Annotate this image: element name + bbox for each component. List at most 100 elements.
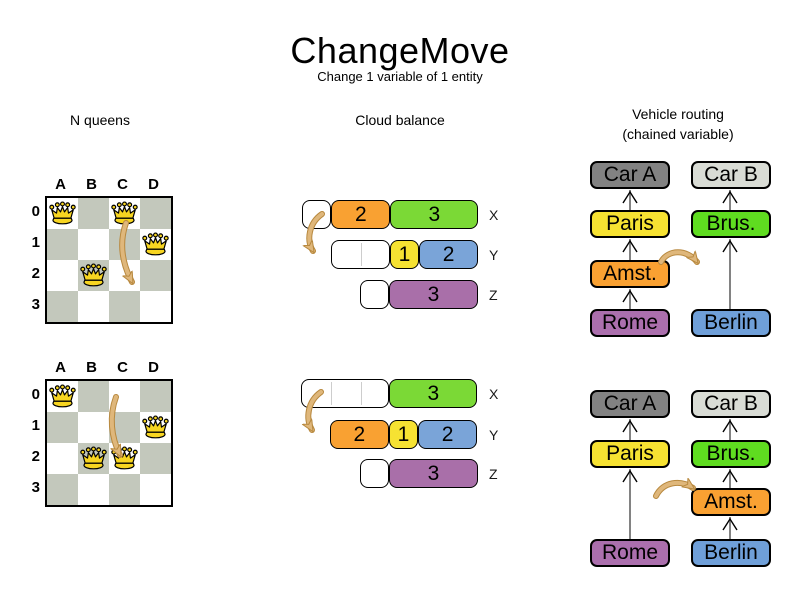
vrp-node-label: Paris	[606, 212, 654, 235]
process-size-label: 2	[353, 422, 366, 446]
board-cell	[109, 381, 140, 412]
queen-icon	[111, 201, 138, 226]
board-cell	[109, 229, 140, 260]
vrp-node-berlin: Berlin	[691, 309, 771, 337]
vrp-node-cara: Car A	[590, 161, 670, 189]
board-column-label: D	[148, 359, 159, 376]
vrp-node-label: Berlin	[704, 311, 758, 334]
vrp-node-paris: Paris	[590, 440, 670, 468]
board-cell	[140, 260, 171, 291]
queen-icon	[49, 201, 76, 226]
process-size-label: 1	[397, 422, 410, 446]
queen-icon	[142, 415, 169, 440]
chain-arrowhead-chevron	[622, 190, 638, 204]
board-cell	[47, 474, 78, 505]
vrp-node-label: Brus.	[706, 212, 756, 235]
vrp-node-label: Amst.	[603, 262, 657, 285]
chain-arrowhead-chevron	[622, 289, 638, 303]
queen-crown-graphic	[111, 446, 138, 470]
queen-crown-graphic	[142, 232, 169, 256]
process-segment: 2	[418, 420, 477, 449]
computer-label: Z	[489, 287, 498, 303]
computer-label: X	[489, 386, 499, 402]
vrp-node-label: Rome	[601, 541, 659, 564]
board-cell	[78, 229, 109, 260]
process-segment: 1	[388, 420, 419, 449]
unit-divider	[360, 382, 362, 405]
queen-icon	[80, 263, 107, 288]
board-cell	[140, 381, 171, 412]
board-row-label: 0	[31, 386, 40, 403]
board-column-label: D	[148, 176, 159, 193]
process-segment: 2	[419, 240, 478, 269]
board-cell	[140, 443, 171, 474]
queen-crown-graphic	[80, 263, 107, 287]
vrp-node-label: Paris	[606, 442, 654, 465]
process-segment: 3	[389, 459, 478, 488]
process-segment: 1	[389, 240, 420, 269]
board-row-label: 2	[31, 448, 40, 465]
process-size-label: 3	[427, 282, 440, 306]
board-cell	[140, 198, 171, 229]
section-header-vehicle-routing: Vehicle routing (chained variable)	[578, 104, 778, 144]
board-row-label: 1	[31, 417, 40, 434]
vrp-node-label: Car A	[603, 163, 657, 186]
capacity-empty-segment	[301, 379, 390, 408]
vrp-node-brus: Brus.	[691, 210, 771, 238]
process-size-label: 1	[398, 242, 411, 266]
chain-arrowhead-chevron	[722, 190, 738, 204]
process-size-label: 3	[428, 202, 441, 226]
capacity-empty-segment	[302, 200, 332, 229]
queen-icon	[80, 446, 107, 471]
board-cell	[109, 260, 140, 291]
vrp-node-rome: Rome	[590, 309, 670, 337]
board-column-label: B	[86, 176, 97, 193]
board-cell	[109, 474, 140, 505]
vrp-node-amst: Amst.	[691, 488, 771, 516]
vrp-node-cara: Car A	[590, 390, 670, 418]
process-size-label: 3	[427, 381, 440, 405]
unit-divider	[331, 382, 333, 405]
vrp-node-carb: Car B	[691, 390, 771, 418]
board-row-label: 3	[31, 296, 40, 313]
chain-arrowhead-chevron	[722, 469, 738, 483]
computer-label: Y	[489, 247, 499, 263]
queen-icon	[49, 384, 76, 409]
board-cell	[78, 291, 109, 322]
board-cell	[47, 412, 78, 443]
vrp-header-line1: Vehicle routing	[632, 106, 724, 122]
board-row-label: 2	[31, 265, 40, 282]
board-cell	[47, 443, 78, 474]
queen-icon	[142, 232, 169, 257]
section-header-cloud-balance: Cloud balance	[355, 112, 445, 128]
capacity-empty-segment	[360, 459, 390, 488]
board-row-label: 3	[31, 479, 40, 496]
vrp-node-carb: Car B	[691, 161, 771, 189]
process-size-label: 2	[442, 242, 455, 266]
queen-crown-graphic	[111, 201, 138, 225]
board-cell	[47, 229, 78, 260]
process-size-label: 2	[354, 202, 367, 226]
chain-arrowhead-chevron	[622, 419, 638, 433]
chain-arrowhead-chevron	[722, 419, 738, 433]
unit-divider	[361, 243, 363, 266]
chessboard	[45, 379, 173, 507]
board-column-label: C	[117, 359, 128, 376]
page-subtitle: Change 1 variable of 1 entity	[317, 69, 483, 84]
process-segment: 3	[389, 379, 478, 408]
capacity-empty-segment	[360, 280, 390, 309]
chain-arrowhead-chevron	[622, 469, 638, 483]
vrp-node-label: Car B	[704, 163, 758, 186]
chain-arrowhead-chevron	[722, 239, 738, 253]
board-cell	[109, 291, 140, 322]
board-column-label: A	[55, 359, 66, 376]
chain-arrowhead-chevron	[622, 239, 638, 253]
queen-crown-graphic	[142, 415, 169, 439]
chain-arrowhead-chevron	[722, 517, 738, 531]
computer-label: X	[489, 207, 499, 223]
process-size-label: 2	[441, 422, 454, 446]
computer-label: Y	[489, 427, 499, 443]
board-cell	[140, 291, 171, 322]
board-cell	[140, 474, 171, 505]
